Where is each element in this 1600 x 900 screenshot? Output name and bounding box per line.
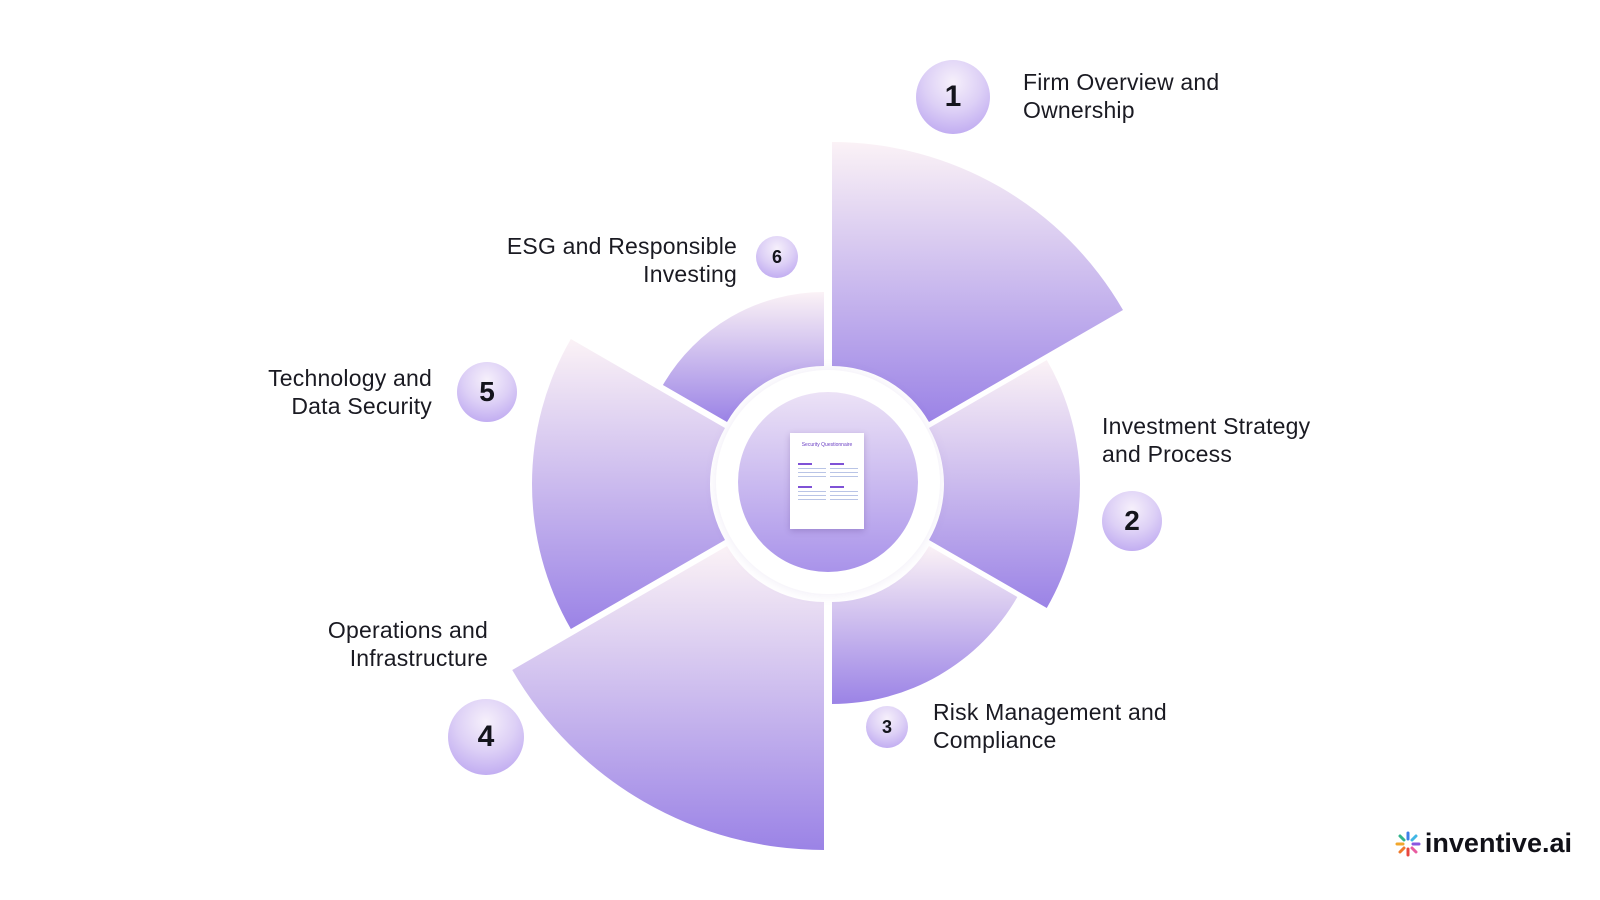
- segment-4-petal: [512, 546, 824, 850]
- brand-suffix: .ai: [1541, 828, 1572, 858]
- segment-6-petal: [662, 292, 824, 422]
- step-badge-3: 3: [866, 706, 908, 748]
- step-label-5: Technology and Data Security: [268, 365, 432, 419]
- document-column-left: [798, 463, 826, 503]
- step-badge-5: 5: [457, 362, 517, 422]
- segment-3-petal: [832, 546, 1018, 704]
- step-badge-2: 2: [1102, 491, 1162, 551]
- step-label-4: Operations and Infrastructure: [327, 617, 488, 671]
- step-badge-6: 6: [756, 236, 798, 278]
- step-label-3: Risk Management and Compliance: [933, 699, 1167, 753]
- step-badge-1: 1: [916, 60, 990, 134]
- security-questionnaire-document: Security Questionnaire: [790, 433, 864, 529]
- step-badge-4: 4: [448, 699, 524, 775]
- step-label-2: Investment Strategy and Process: [1102, 413, 1311, 467]
- step-label-1: Firm Overview and Ownership: [1023, 69, 1220, 123]
- segment-5-petal: [532, 339, 726, 629]
- step-label-6: ESG and Responsible Investing: [506, 233, 737, 287]
- document-title: Security Questionnaire: [801, 442, 853, 448]
- document-column-right: [830, 463, 858, 503]
- brand-name: inventive: [1424, 828, 1542, 858]
- brand-logo: inventive.ai: [1395, 828, 1572, 859]
- brand-logo-mark-icon: [1395, 831, 1421, 856]
- segment-1-petal: [832, 142, 1123, 422]
- segment-2-petal: [928, 360, 1080, 608]
